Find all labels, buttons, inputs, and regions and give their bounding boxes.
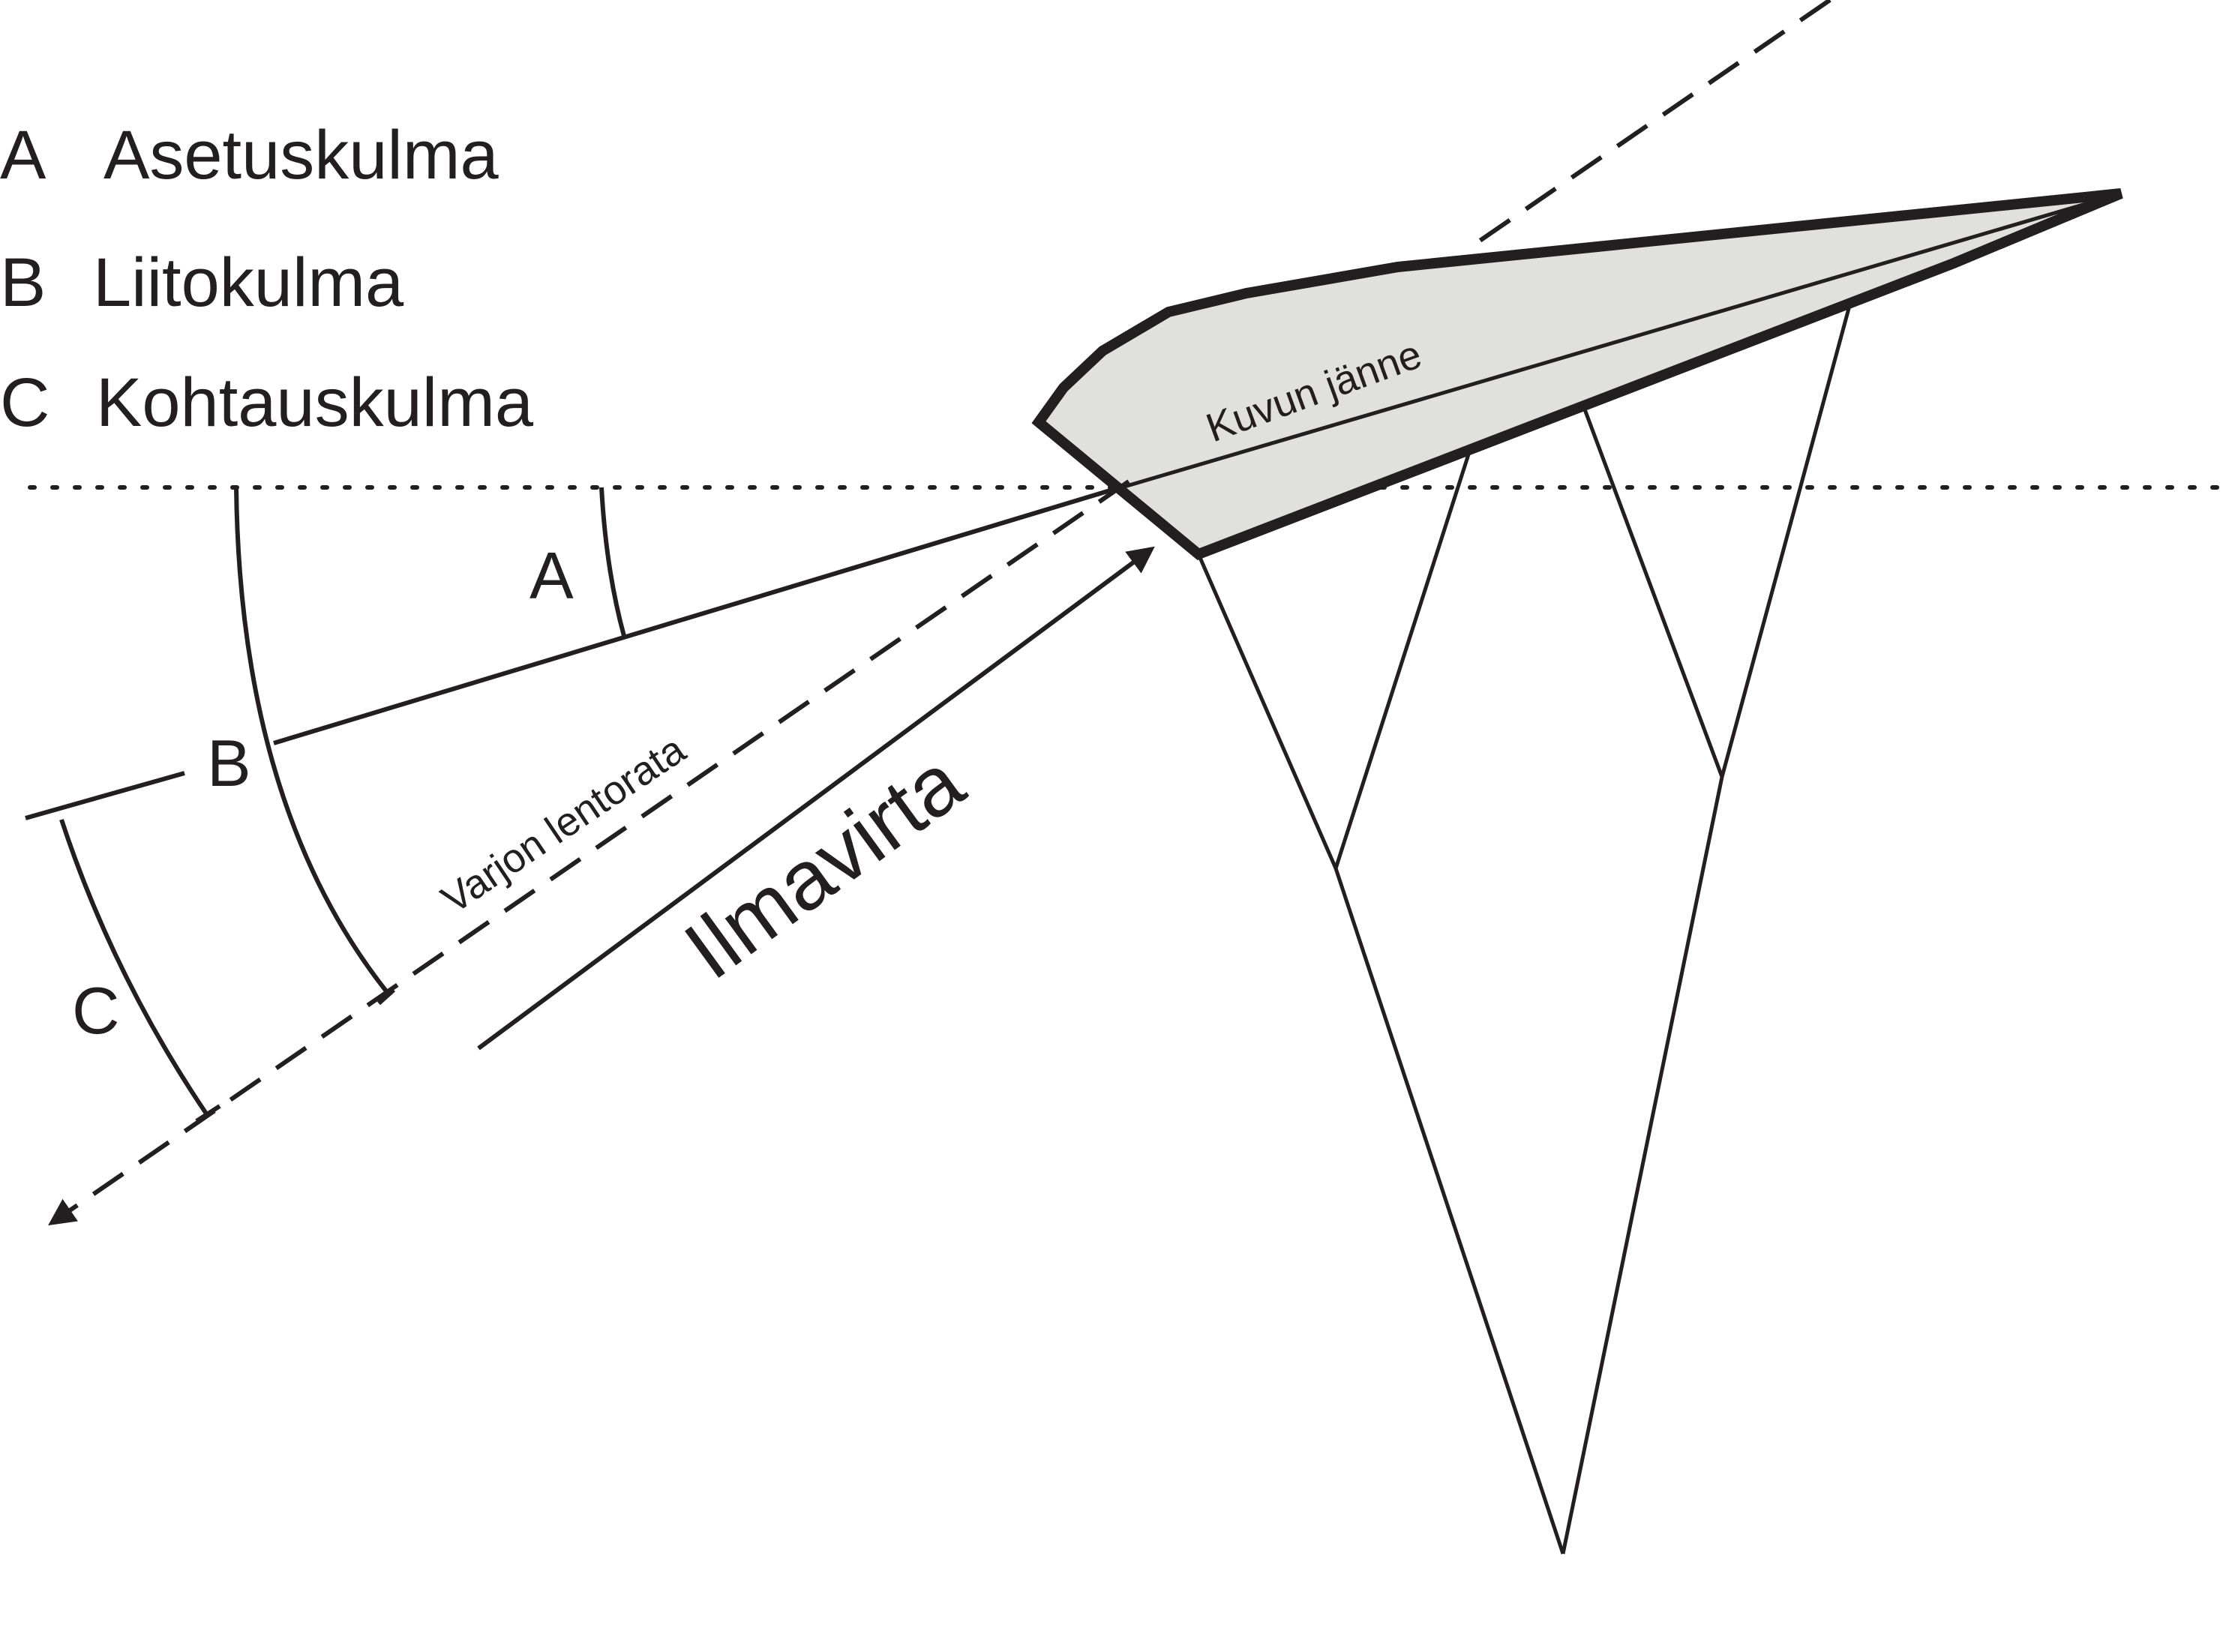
angle-arc-c [59, 819, 208, 1115]
angle-arc-a [599, 487, 626, 637]
legend-letter-c: C [0, 364, 50, 441]
trajectory-label: Varjon lentorata [434, 727, 694, 922]
angle-arc-b [234, 487, 392, 997]
legend-letter-a: A [0, 117, 46, 193]
chord-line [273, 486, 1118, 745]
angle-label-a: A [530, 538, 574, 613]
canopy-inner-edge [1085, 191, 2122, 500]
legend-label-c: Kohtauskulma [96, 364, 534, 441]
angle-arc-b-tick [376, 988, 396, 1006]
suspension-lines [1196, 302, 1852, 1555]
canopy [1031, 188, 2123, 561]
chord-left-segment [25, 771, 185, 820]
angle-label-c: C [72, 973, 120, 1048]
trajectory-dashed [48, 479, 1130, 1226]
angle-label-b: B [207, 726, 251, 800]
airflow-arrow [477, 546, 1155, 1051]
legend-label-a: Asetuskulma [104, 117, 499, 193]
legend: A Asetuskulma B Liitokulma C Kohtauskulm… [0, 117, 534, 441]
glide-path-dashed [1468, 0, 1832, 250]
legend-letter-b: B [0, 244, 46, 321]
airflow-label: Ilmavirta [668, 734, 980, 997]
legend-label-b: Liitokulma [93, 244, 404, 321]
angle-arc-c-tick [195, 1104, 221, 1123]
